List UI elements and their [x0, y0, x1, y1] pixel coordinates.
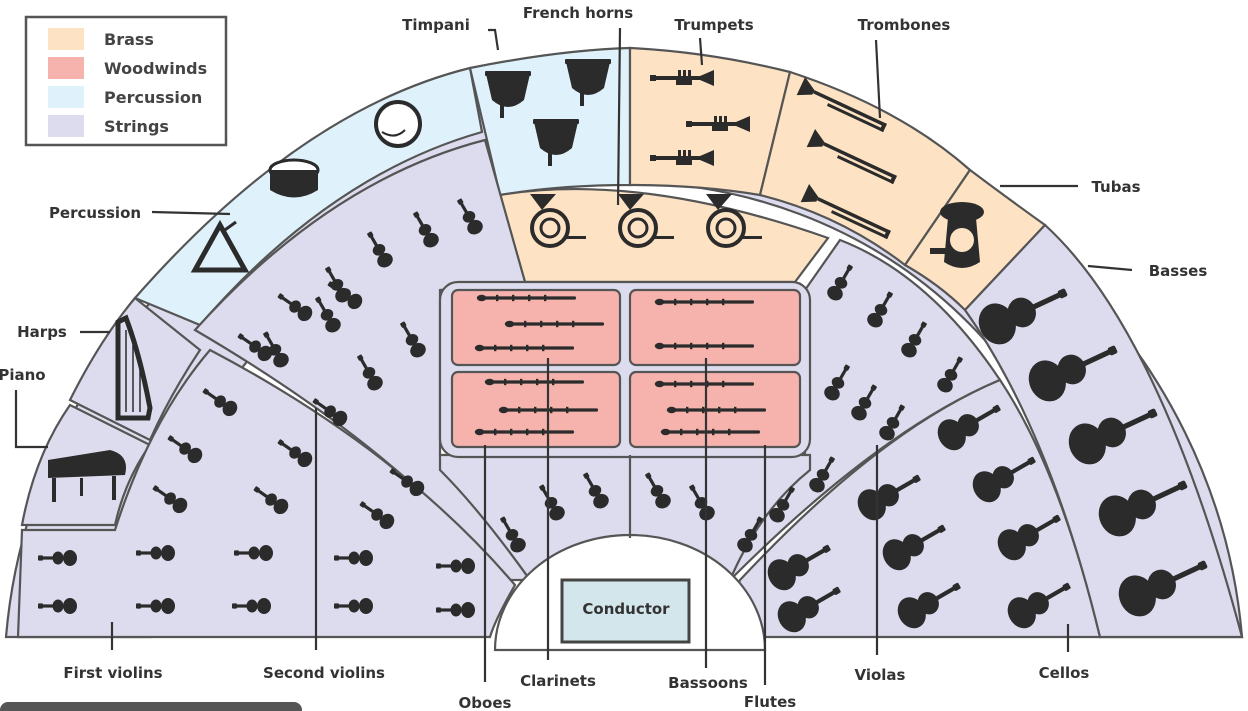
label-timpani: Timpani [402, 16, 470, 34]
label-trombones: Trombones [858, 16, 951, 34]
conductor-label: Conductor [582, 600, 670, 618]
first-violins-block [16, 348, 517, 639]
piano-icon [48, 450, 126, 502]
conductor-box [560, 578, 691, 644]
legend-label: Woodwinds [104, 59, 207, 78]
snare-drum-icon [268, 158, 320, 198]
label-cellos: Cellos [1039, 664, 1090, 682]
label-percussion: Percussion [49, 204, 141, 222]
label-tubas: Tubas [1091, 178, 1140, 196]
percussion-icons [190, 100, 422, 273]
legend-swatch [48, 115, 84, 137]
label-basses: Basses [1149, 262, 1208, 280]
label-oboes: Oboes [459, 694, 512, 711]
label-second-violins: Second violins [263, 664, 385, 682]
legend-label: Brass [104, 30, 154, 49]
label-bassoons: Bassoons [668, 674, 748, 692]
label-violas: Violas [855, 666, 906, 684]
french-horns-block [498, 187, 830, 284]
legend-swatch [48, 28, 84, 50]
gong-icon [374, 100, 422, 148]
section-labels: Timpani French horns Trumpets Trombones … [0, 4, 1207, 711]
legend-swatch [48, 86, 84, 108]
label-first-violins: First violins [63, 664, 162, 682]
legend-label: Strings [104, 117, 169, 136]
harps-block [68, 296, 202, 442]
label-piano: Piano [0, 366, 46, 384]
label-clarinets: Clarinets [520, 672, 596, 690]
bottom-scroll-bar [0, 702, 302, 711]
harp-icon [115, 314, 153, 421]
legend-label: Percussion [104, 88, 202, 107]
leader-lines [14, 27, 1133, 685]
label-flutes: Flutes [744, 693, 796, 711]
label-harps: Harps [17, 323, 67, 341]
triangle-icon [190, 219, 250, 273]
tuba-icon [930, 202, 984, 268]
legend-swatch [48, 57, 84, 79]
label-french-horns: French horns [523, 4, 633, 22]
label-trumpets: Trumpets [674, 16, 753, 34]
oboes-block [450, 288, 622, 367]
